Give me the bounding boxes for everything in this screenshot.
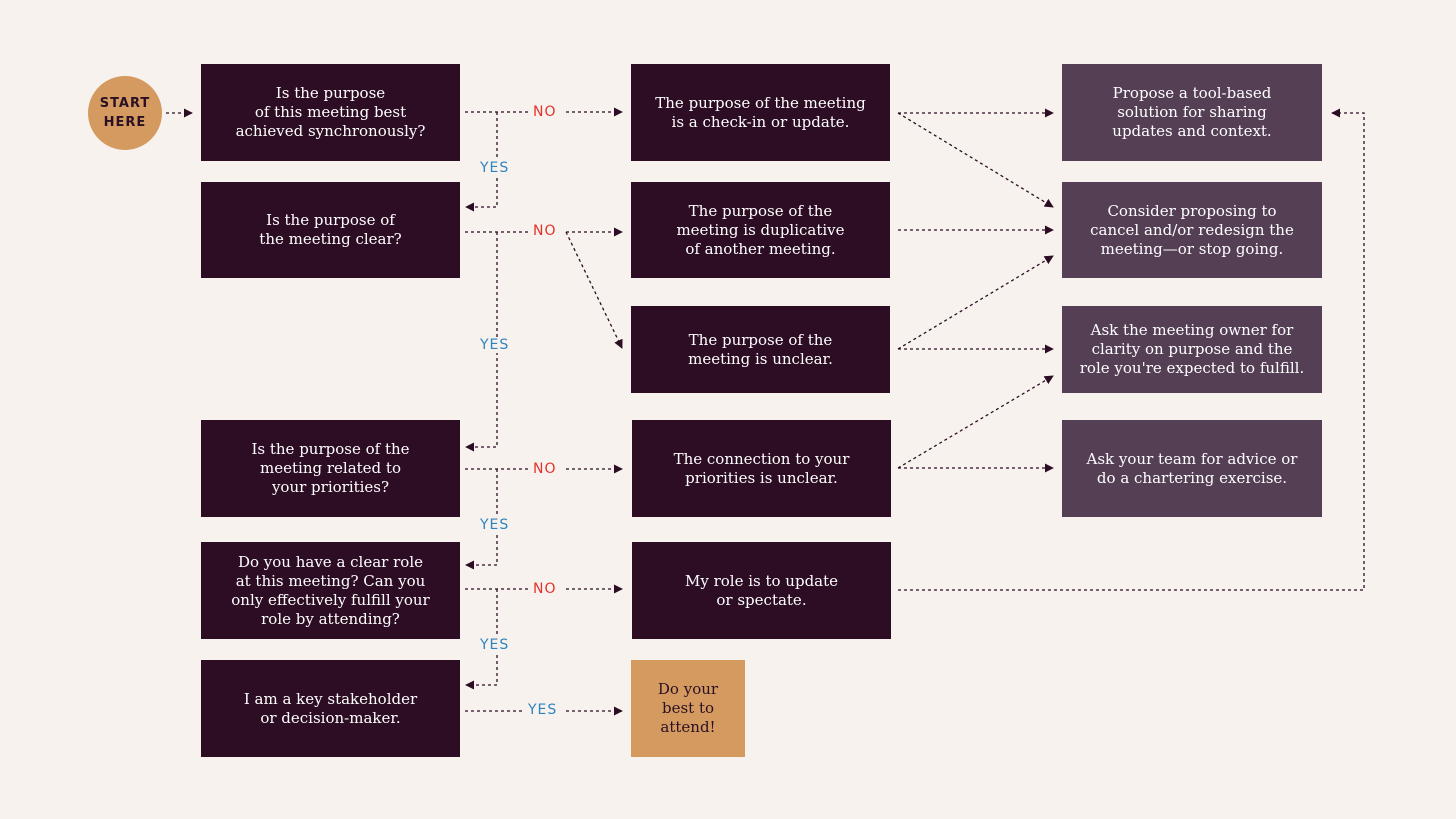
outcome-attend: Do your best to attend! [631, 660, 745, 757]
question-purpose-clear: Is the purpose of the meeting clear? [201, 182, 460, 278]
label-no-q3: NO [530, 461, 560, 477]
recommendation-ask-owner: Ask the meeting owner for clarity on pur… [1062, 306, 1322, 393]
outcome-update-spectate: My role is to update or spectate. [632, 542, 891, 639]
label-yes-q4: YES [477, 637, 513, 653]
outcome-priorities-unclear: The connection to your priorities is unc… [632, 420, 891, 517]
outcome-duplicative: The purpose of the meeting is duplicativ… [631, 182, 890, 278]
arrow-q2-q3 [465, 232, 498, 452]
arrow-o5-r1 [898, 108, 1365, 591]
arrow-o1-r2 [897, 112, 1054, 208]
label-no-q1: NO [530, 104, 560, 120]
arrow-o3-r2 [897, 255, 1054, 350]
label-yes-q5: YES [525, 702, 561, 718]
label-yes-q2: YES [477, 337, 513, 353]
arrow-q1-q2 [465, 112, 498, 212]
arrow-o4-r3 [897, 375, 1054, 469]
question-synchronous: Is the purpose of this meeting best achi… [201, 64, 460, 161]
recommendation-cancel-redesign: Consider proposing to cancel and/or rede… [1062, 182, 1322, 278]
arrow-q4-q5 [465, 589, 498, 690]
label-yes-q3: YES [477, 517, 513, 533]
arrow-q3-q4 [465, 469, 498, 570]
arrow-q2-o3 [565, 231, 623, 349]
outcome-check-in: The purpose of the meeting is a check-in… [631, 64, 890, 161]
question-priorities: Is the purpose of the meeting related to… [201, 420, 460, 517]
question-clear-role: Do you have a clear role at this meeting… [201, 542, 460, 639]
recommendation-ask-team: Ask your team for advice or do a charter… [1062, 420, 1322, 517]
start-here-circle: START HERE [88, 76, 162, 150]
outcome-unclear: The purpose of the meeting is unclear. [631, 306, 890, 393]
question-key-stakeholder: I am a key stakeholder or decision-maker… [201, 660, 460, 757]
recommendation-tool-based: Propose a tool-based solution for sharin… [1062, 64, 1322, 161]
label-no-q2: NO [530, 223, 560, 239]
label-yes-q1: YES [477, 160, 513, 176]
label-no-q4: NO [530, 581, 560, 597]
